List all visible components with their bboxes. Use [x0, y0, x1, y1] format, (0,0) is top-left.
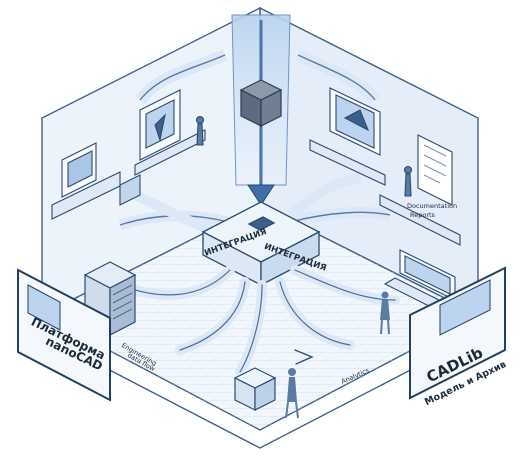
- integration-hub: [201, 201, 321, 287]
- person-icon: [195, 115, 205, 125]
- server-block-icon: [239, 79, 283, 127]
- down-arrow-icon: [247, 184, 275, 206]
- person-icon: [288, 368, 296, 376]
- workstation-left: [51, 142, 141, 220]
- person-icon: [403, 165, 413, 175]
- person-icon: [381, 291, 389, 299]
- workstation-right-lower: [379, 134, 461, 246]
- pipes: [118, 49, 392, 241]
- doc-caption-line2: Reports: [410, 211, 436, 219]
- hub-logo-icon: [247, 216, 276, 231]
- nanocad-panel: [17, 268, 111, 402]
- package-box: [233, 367, 277, 411]
- person-right: [380, 291, 390, 335]
- cadlib-panel: [409, 266, 506, 400]
- workstation-left-upper: [134, 89, 206, 176]
- flow-arrow-icon: [294, 349, 314, 365]
- workstation-right-upper: [309, 87, 386, 186]
- person-floor: [285, 368, 299, 419]
- doc-caption-line1: Documentation: [407, 202, 457, 210]
